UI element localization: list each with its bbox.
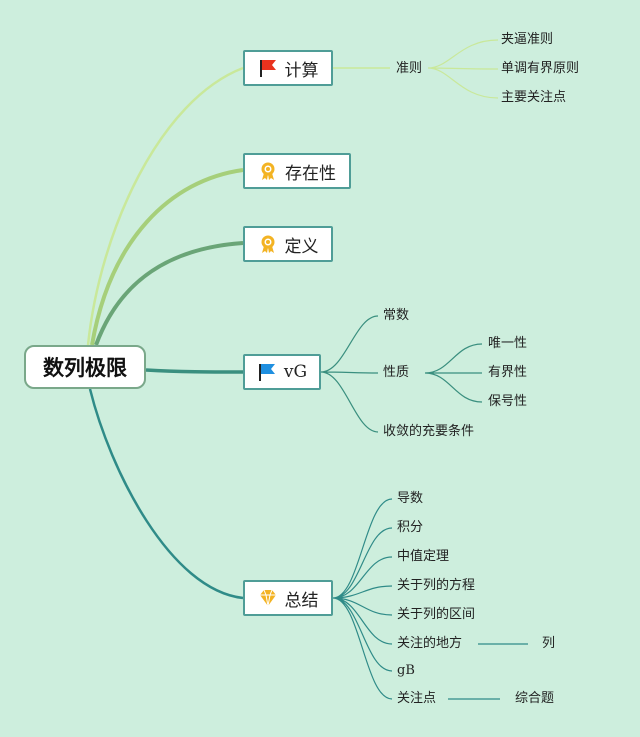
connector-property-items [424,343,483,403]
award-ribbon-icon [261,235,274,253]
attention-child[interactable]: 列 [542,636,556,651]
connector-root-summary [88,388,244,600]
branch-compute[interactable]: 计算 [243,50,333,86]
criteria-node[interactable]: 准则 [396,61,423,76]
branch-summary[interactable]: 总结 [243,580,333,616]
branch-definition[interactable]: 定义 [243,226,333,262]
connector-root-existence [90,168,244,346]
branch-compute-label: 计算 [284,60,319,81]
branch-summary-label: 总结 [284,590,319,611]
property-item-1[interactable]: 有界性 [488,365,528,380]
vg-child-property[interactable]: 性质 [383,365,410,380]
connector-vg-children [320,315,379,433]
vg-child-condition[interactable]: 收敛的充要条件 [383,424,475,439]
summary-item-4[interactable]: 关于列的区间 [397,607,476,622]
criteria-item-1[interactable]: 单调有界原则 [501,61,580,76]
summary-item-6[interactable]: gB [397,663,415,678]
root-node[interactable]: 数列极限 [24,345,146,389]
criteria-item-2[interactable]: 主要关注点 [501,90,567,105]
summary-item-0[interactable]: 导数 [397,491,424,506]
connector-summary-children [332,498,393,700]
blue-flag-icon [258,364,275,381]
branch-existence[interactable]: 存在性 [243,153,351,189]
branch-existence-label: 存在性 [285,163,336,184]
summary-item-3[interactable]: 关于列的方程 [397,578,476,593]
property-item-2[interactable]: 保号性 [488,394,528,409]
branch-definition-label: 定义 [284,236,319,257]
focus-child[interactable]: 综合题 [515,691,555,706]
summary-item-7[interactable]: 关注点 [397,691,437,706]
branch-vg-label: vG [283,362,308,382]
summary-item-1[interactable]: 积分 [397,520,424,535]
summary-item-2[interactable]: 中值定理 [397,549,450,564]
connector-root-definition [94,241,244,346]
branch-vg[interactable]: vG [243,354,321,390]
property-item-0[interactable]: 唯一性 [488,336,528,351]
connector-criteria-items [427,39,499,99]
vg-child-constant[interactable]: 常数 [383,308,410,323]
summary-item-5[interactable]: 关注的地方 [397,636,463,651]
root-label: 数列极限 [43,356,127,380]
criteria-item-0[interactable]: 夹逼准则 [501,32,554,47]
award-ribbon-icon [261,162,275,180]
connector-root-vg [145,368,244,374]
red-flag-icon [259,60,276,77]
diamond-icon [259,589,276,607]
connector-root-compute [86,66,244,346]
